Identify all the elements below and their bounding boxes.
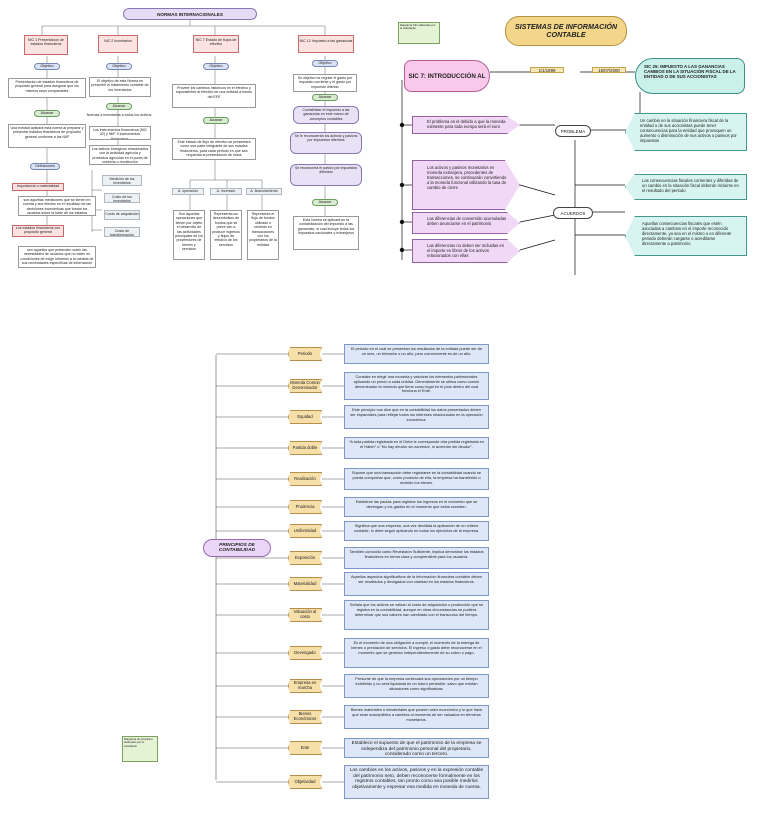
- nic1-def-label: Definiciones: [30, 163, 60, 170]
- nic7-objective-label: Objetivo: [203, 63, 229, 70]
- sic7-item-4: Las diferencias no deben ser incluidas e…: [412, 239, 520, 263]
- sic25-item-2: Las consecuencias fiscales corrientes y …: [625, 174, 747, 200]
- nic1-def2-text: son aquellos que pretenden cubrir las ne…: [18, 246, 96, 268]
- sic7-item-3: Las diferencias de conversión acumuladas…: [412, 212, 520, 234]
- principle-label: Realización: [288, 472, 322, 486]
- nic1-def2: Los estados financieros con propósito ge…: [12, 225, 64, 237]
- nic12-def-text: Esta Norma se aplicará en la contabiliza…: [293, 216, 359, 250]
- nic7-a2: A. inversión: [210, 188, 242, 195]
- principle-text: Supone que una transacción debe registra…: [344, 468, 489, 490]
- sic7-item-1: El problema es el debido a que la moneda…: [412, 116, 520, 134]
- nic12-header: NIC 12 Impuesto a las ganancias: [298, 35, 354, 53]
- nic12-c1: Contabilizar el impuesto a las ganancias…: [293, 106, 359, 124]
- principle-label: Partida doble: [288, 441, 322, 455]
- principle-text: Presume de que la empresa continuará sus…: [344, 674, 489, 698]
- mid-acuerdos: ACUERDOS: [553, 207, 593, 219]
- nic1-objective-text: Presentación de estados financieros de p…: [8, 78, 86, 98]
- nic7-a1-text: Son aquellas operaciones que tienen por …: [173, 210, 205, 260]
- principle-label: Devengado: [288, 646, 322, 660]
- principios-note: Diagrama de principios elaborado por el …: [122, 736, 158, 762]
- principle-label: Equidad: [288, 410, 322, 424]
- nic7-alcance-text: Este estado de flujo de efectivo se pres…: [172, 138, 256, 160]
- principle-text: También conocido como Revelación Suficie…: [344, 547, 489, 569]
- nic2-m1: Costo de los inventarios: [104, 193, 140, 203]
- principle-label: Moneda Común Denominador: [288, 379, 322, 393]
- principle-text: Bienes materiales o inmateriales que pos…: [344, 705, 489, 729]
- nic1-objective-label: Objetivo: [34, 63, 60, 70]
- principle-text: Es el momento de una obligación a cumpli…: [344, 638, 489, 668]
- nic7-a2-text: Representa los desembolsos de fondos que…: [210, 210, 242, 260]
- principle-label: Periodo: [288, 347, 322, 361]
- nic12-c3: Se reconocerá el pasivo por impuestos di…: [290, 164, 362, 186]
- nic1-header: NIC 1 Presentación de estados financiero…: [24, 35, 68, 55]
- nic7-a1: A. operación: [172, 188, 204, 195]
- principle-label: Bienes Económicos: [288, 710, 322, 724]
- nic12-def-label: Alcance: [312, 199, 338, 206]
- principle-text: Establece las pautas para registrar los …: [344, 497, 489, 517]
- principle-label: Uniformidad: [288, 524, 322, 538]
- nic7-header: NIC 7 Estado de flujos de efectivo: [193, 35, 239, 53]
- nic2-objective-label: Objetivo: [106, 63, 132, 70]
- nic12-objective-label: Objetivo: [312, 60, 338, 67]
- nic2-alcance3: Los activos biológicos relacionados con …: [89, 145, 151, 165]
- sic25-item-3: Aquellas consecuencias fiscales que esté…: [625, 216, 747, 256]
- principle-text: Establece el supuesto de que el patrimon…: [344, 738, 489, 758]
- principle-text: “A toda partida registrada en el Debe le…: [344, 437, 489, 459]
- nic1-def1: Importancia o materialidad: [12, 183, 64, 191]
- principle-label: Valuación al costo: [288, 608, 322, 622]
- principle-text: Aquellos aspectos significativos de la i…: [344, 572, 489, 596]
- nic12-objective-text: Su objetivo es regular el gasto por impu…: [293, 74, 357, 92]
- nic2-m3: Costo de transformación: [104, 227, 140, 237]
- sic25-date: 15/07/2000: [592, 67, 626, 73]
- nic12-c2: Se le reconocerán los activos y pasivos …: [290, 132, 362, 154]
- nic2-objective-text: El objetivo de esta Norma es prescribir …: [89, 77, 151, 97]
- sic7-box: SIC 7: INTRODUCCIÓN AL EURO: [404, 60, 490, 92]
- principle-text: El periodo en el cual se presentan los r…: [344, 344, 489, 364]
- nic2-alcance-label: Alcance: [106, 103, 132, 110]
- principle-label: Prudencia: [288, 500, 322, 514]
- principle-text: Los cambios en los activos, pasivos y en…: [344, 765, 489, 799]
- sic-title: SISTEMAS DE INFORMACIÓN CONTABLE: [505, 16, 627, 46]
- sic-note: Diagrama SIC elaborado por el estudiante: [398, 22, 440, 44]
- principle-label: Empresa en marcha: [288, 679, 322, 693]
- principle-label: Objetividad: [288, 775, 322, 789]
- sic7-item-2: Los activos y pasivos monetarios en mone…: [412, 160, 520, 210]
- mid-problema: PROBLEMA: [555, 125, 591, 137]
- principle-label: Ente: [288, 741, 322, 755]
- nic1-alcance-label: Alcance: [34, 110, 60, 117]
- nic2-m2: Costo de adquisición: [104, 210, 140, 220]
- nic1-def1-text: son aquellas mediciones que se tienen en…: [18, 196, 96, 216]
- principle-text: Señala que los activos se valúan al cost…: [344, 600, 489, 630]
- principle-label: Materialidad: [288, 577, 322, 591]
- nic2-alcance-sub: Normas a inventarios a todos los activos: [86, 113, 152, 117]
- nic2-header: NIC 2 Inventarios: [98, 35, 138, 53]
- nic-title: NORMAS INTERNACIONALES: [123, 8, 257, 20]
- principle-text: Consiste en elegir una moneda y valoriza…: [344, 372, 489, 400]
- nic2-medicion: Medición de los inventarios: [102, 175, 142, 186]
- sic25-item-1: Un cambio en la situación financiera fis…: [625, 113, 747, 151]
- sic25-box: SIC 25: IMPUESTO A LAS GANANCIAS CAMBIOS…: [635, 58, 745, 94]
- principios-root: PRINCIPIOS DE CONTABILIDAD: [203, 539, 271, 557]
- principle-text: Significa que una empresa, una vez decid…: [344, 521, 489, 541]
- nic7-alcance-label: Alcance: [203, 117, 229, 124]
- nic2-alcance2: Los instrumentos financieros (NIC 32) y …: [89, 126, 151, 140]
- nic7-a3: A. financiamiento: [246, 188, 282, 195]
- nic12-alcance-label: Alcance: [312, 94, 338, 101]
- principle-text: Este principio nos dice que en la contab…: [344, 405, 489, 429]
- principle-label: Exposición: [288, 551, 322, 565]
- nic7-a3-text: Representa el flujo de fondos utilizado …: [247, 210, 279, 260]
- nic1-alcance-text: Una entidad aplicará esta norma al prepa…: [8, 124, 86, 148]
- sic7-date: 1/1/1999: [530, 67, 564, 73]
- nic7-objective-text: Proveer los cambios históricos en el efe…: [172, 84, 256, 108]
